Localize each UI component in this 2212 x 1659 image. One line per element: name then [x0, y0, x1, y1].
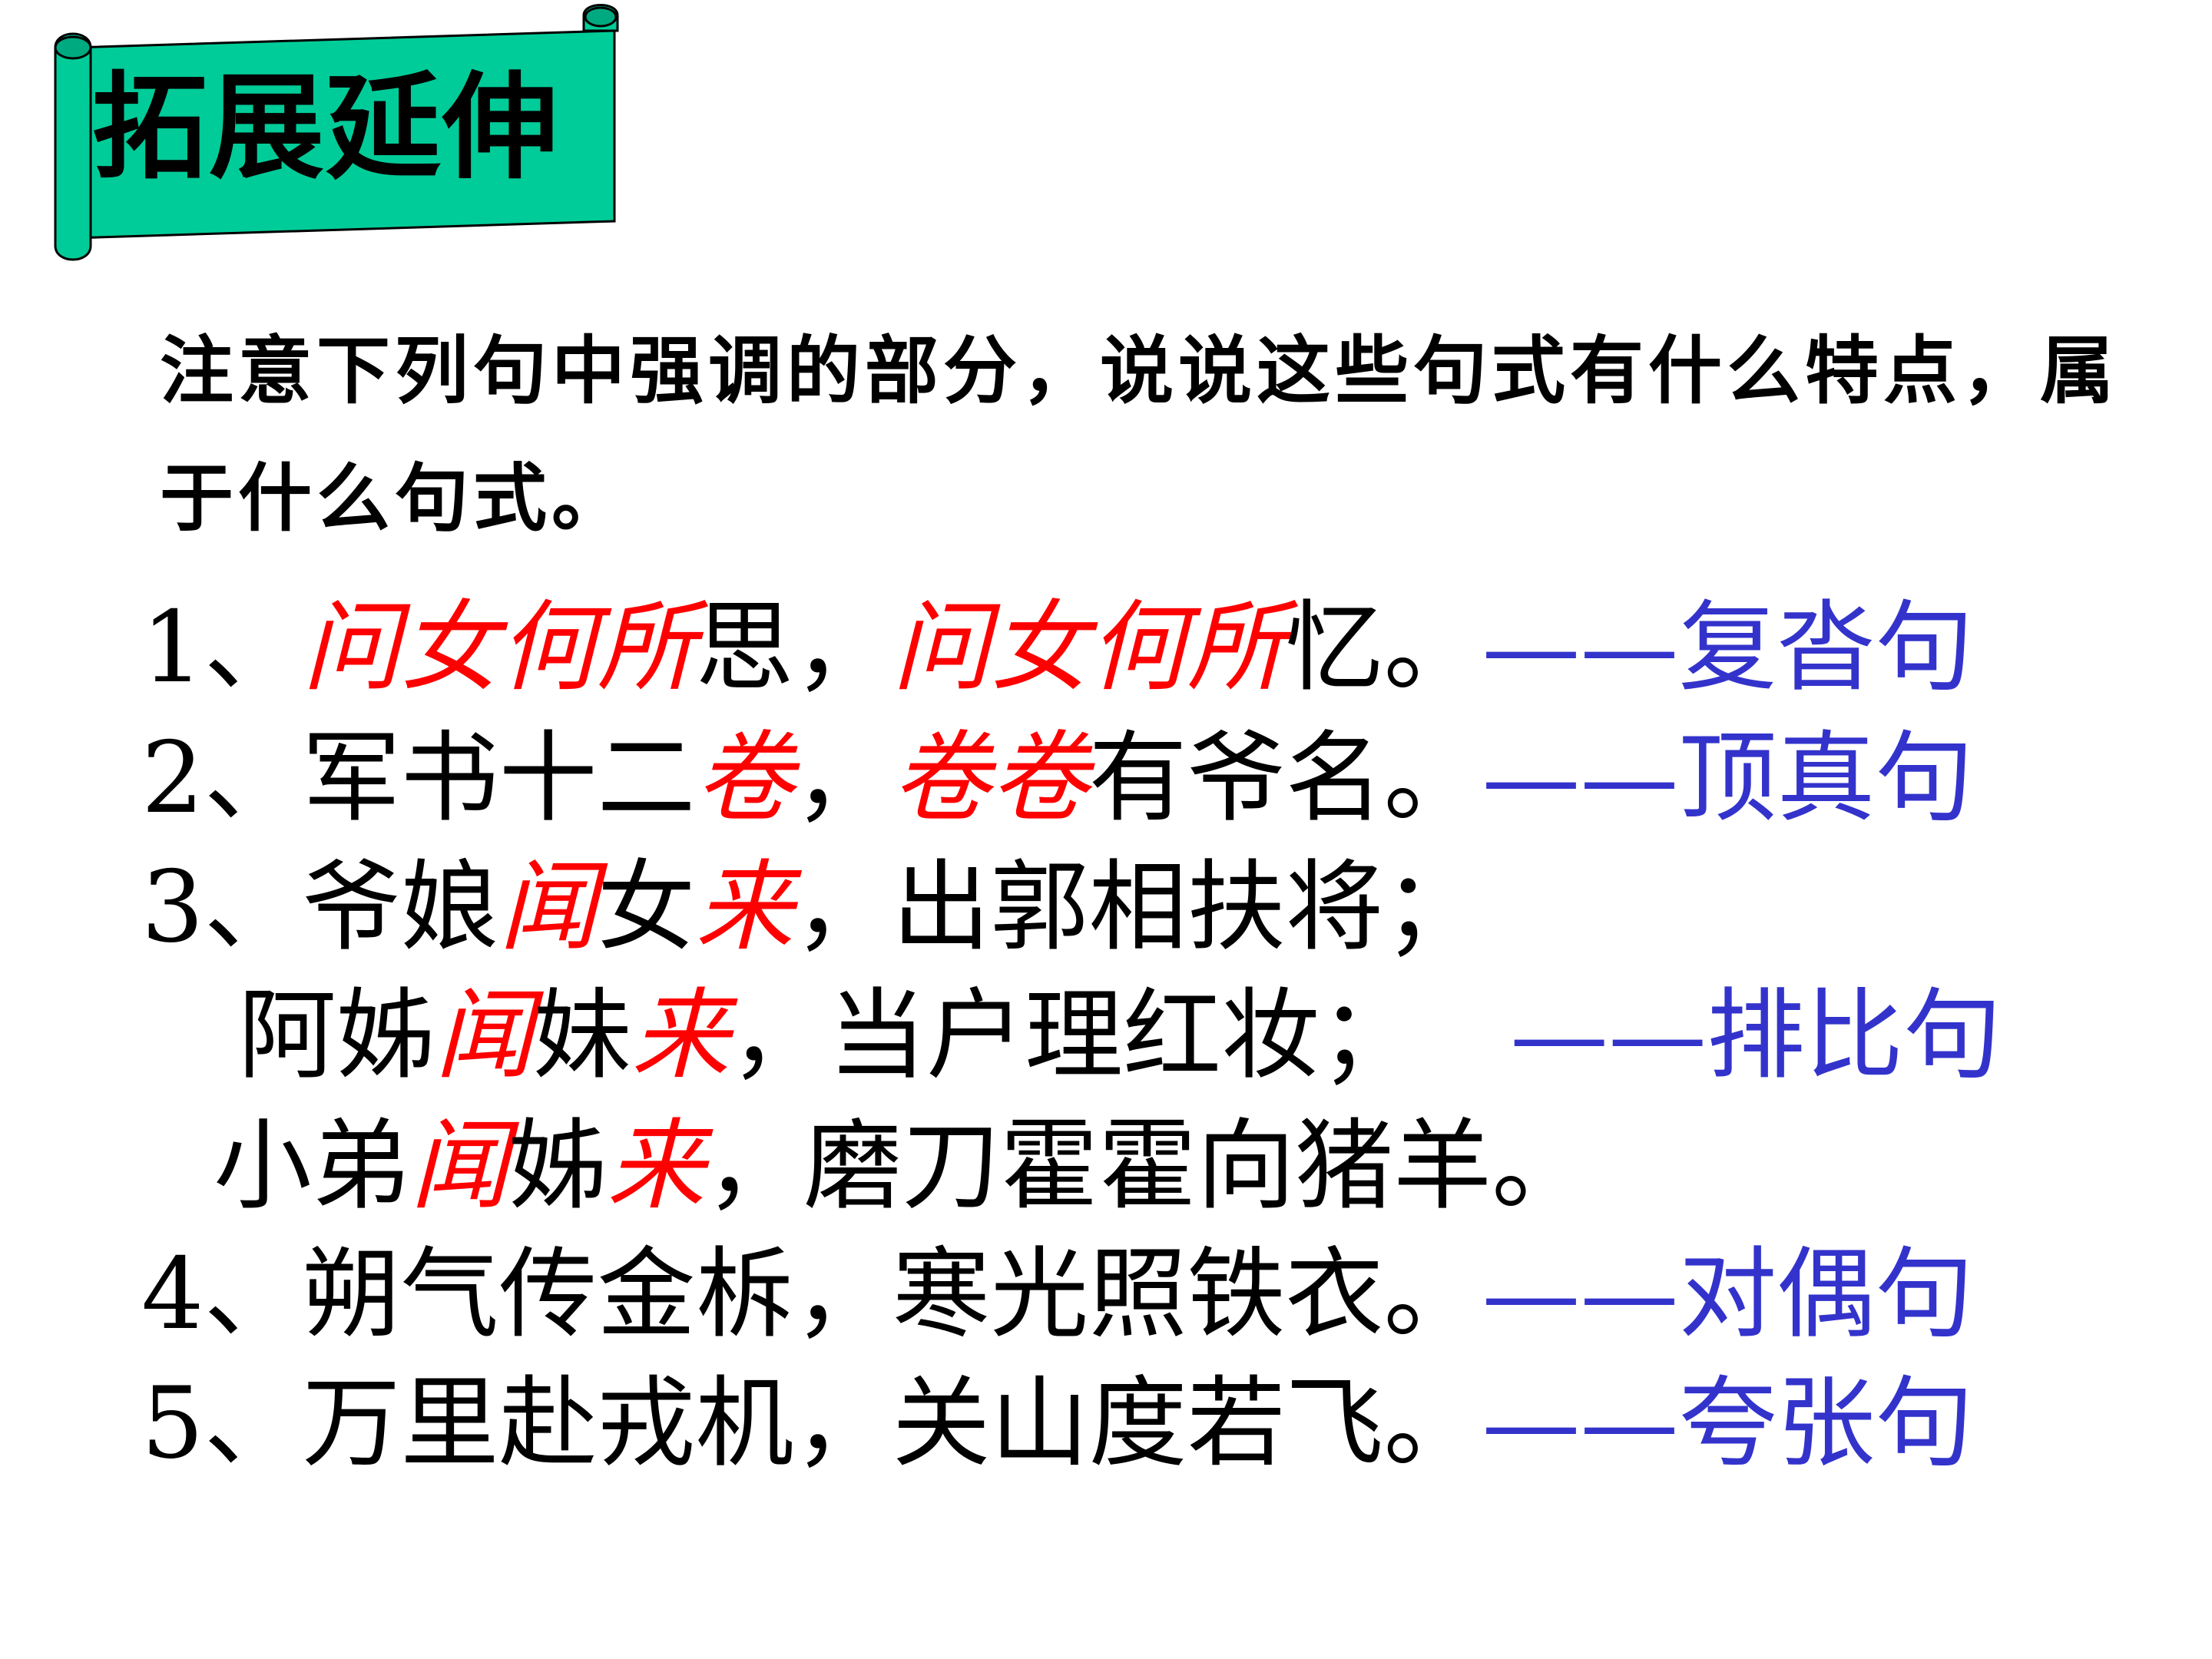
- item-number: 1、: [141, 591, 303, 705]
- answer-dash: ——: [1510, 979, 1707, 1093]
- answer-text: 排比句: [1707, 979, 2002, 1093]
- item-3-line-2: 阿姊闻妹来，当户理红妆；——排比句: [238, 987, 2002, 1085]
- plain-text: 阿姊: [238, 979, 435, 1093]
- item-2: 2、军书十二卷，卷卷有爷名。——顶真句: [141, 730, 1974, 828]
- emphasis-text: 来: [607, 1109, 706, 1224]
- plain-text: ，磨刀霍霍向猪羊。: [705, 1109, 1591, 1224]
- item-number: 4、: [141, 1237, 303, 1352]
- emphasis-text: 问女何所: [892, 591, 1286, 705]
- plain-text: 妹: [533, 979, 632, 1093]
- plain-text: 女: [597, 850, 696, 965]
- answer-text: 复沓句: [1678, 591, 1974, 705]
- banner-title: 拓展延伸: [92, 61, 560, 195]
- plain-text: ，当户理红妆；: [730, 979, 1419, 1093]
- plain-text: 军书十二: [302, 721, 696, 836]
- item-number: 2、: [141, 721, 303, 836]
- item-5: 5、万里赴戎机，关山度若飞。——夸张句: [141, 1375, 1973, 1473]
- emphasis-text: 闻: [435, 979, 534, 1093]
- answer-dash: ——: [1482, 1366, 1679, 1481]
- plain-text: 爷娘: [302, 850, 499, 965]
- item-3-line-3: 小弟闻姊来，磨刀霍霍向猪羊。: [214, 1118, 1590, 1216]
- emphasis-text: 闻: [410, 1109, 509, 1224]
- item-number: 5、: [141, 1366, 303, 1481]
- item-number: 3、: [141, 850, 303, 965]
- plain-text: 姊: [508, 1109, 608, 1224]
- item-3-line-1: 3、爷娘闻女来，出郭相扶将；: [141, 859, 1482, 957]
- answer-dash: ——: [1482, 591, 1679, 705]
- answer-dash: ——: [1482, 721, 1679, 836]
- answer-text: 夸张句: [1678, 1366, 1974, 1481]
- emphasis-text: 卷: [695, 721, 794, 836]
- plain-text: 万里赴戎机，关山度若飞。: [302, 1366, 1482, 1481]
- plain-text: 思，: [695, 591, 892, 705]
- plain-text: 小弟: [214, 1109, 411, 1224]
- answer-dash: ——: [1482, 1237, 1679, 1352]
- emphasis-text: 来: [631, 979, 730, 1093]
- plain-text: 忆。: [1285, 591, 1482, 705]
- emphasis-text: 问女何所: [302, 591, 696, 705]
- item-4: 4、朔气传金柝，寒光照铁衣。——对偶句: [141, 1246, 1973, 1344]
- plain-text: ，: [793, 721, 892, 836]
- answer-text: 对偶句: [1678, 1237, 1974, 1352]
- item-1: 1、问女何所思，问女何所忆。——复沓句: [141, 599, 1974, 697]
- title-banner-scroll: [54, 4, 619, 261]
- answer-text: 顶真句: [1678, 721, 1974, 836]
- plain-text: ，出郭相扶将；: [793, 850, 1482, 965]
- emphasis-text: 来: [695, 850, 794, 965]
- plain-text: 朔气传金柝，寒光照铁衣。: [302, 1237, 1482, 1352]
- instruction-text: 注意下列句中强调的部分，说说这些句式有什么特点，属于什么句式。: [160, 328, 2118, 541]
- plain-text: 有爷名。: [1088, 721, 1482, 836]
- emphasis-text: 闻: [498, 850, 598, 965]
- emphasis-text: 卷卷: [892, 721, 1089, 836]
